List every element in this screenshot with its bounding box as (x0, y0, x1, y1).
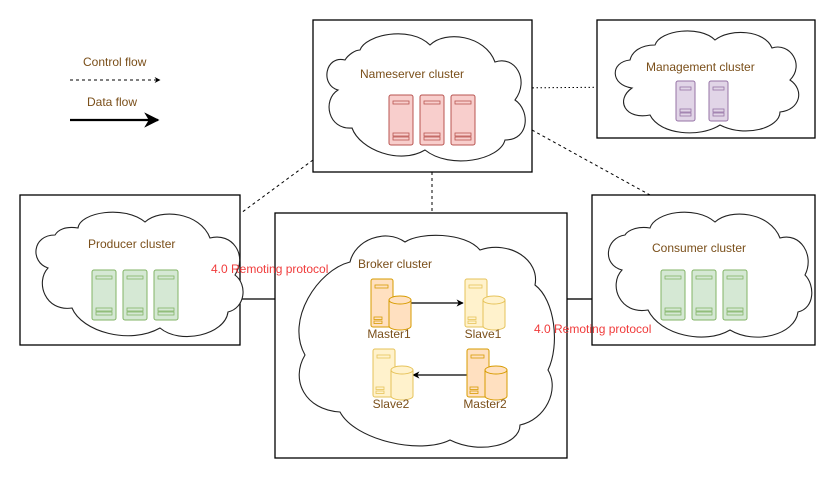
broker-node-master1[interactable]: Master1 (367, 278, 412, 341)
broker-node-master2[interactable]: Master2 (463, 348, 508, 411)
server-icon (450, 94, 476, 146)
management-cluster[interactable]: Management cluster (596, 19, 816, 139)
nameserver-producer-link (240, 159, 314, 214)
broker-label: Broker cluster (358, 257, 432, 271)
consumer-protocol-label: 4.0 Remoting protocol (534, 322, 651, 336)
broker-node-slave1[interactable]: Slave1 (464, 278, 506, 341)
database-icon (482, 295, 506, 331)
consumer-label: Consumer cluster (652, 241, 746, 255)
management-servers (675, 80, 729, 122)
database-icon (388, 295, 412, 331)
producer-cluster[interactable]: Producer cluster (19, 194, 244, 346)
broker-node-label: Master2 (463, 397, 507, 411)
nameserver-label: Nameserver cluster (360, 67, 464, 81)
consumer-cluster[interactable]: Consumer cluster (591, 194, 816, 346)
legend-data-flow-label: Data flow (87, 95, 137, 109)
management-cloud (614, 30, 800, 134)
broker-node-label: Master1 (367, 327, 411, 341)
server-icon (675, 80, 696, 122)
producer-protocol-label: 4.0 Remoting protocol (211, 262, 328, 276)
server-icon (419, 94, 445, 146)
server-icon (660, 269, 686, 321)
server-icon (708, 80, 729, 122)
broker-node-label: Slave2 (373, 397, 410, 411)
server-icon (388, 94, 414, 146)
nameserver-cluster[interactable]: Nameserver cluster (312, 19, 533, 173)
broker-node-label: Slave1 (465, 327, 502, 341)
producer-servers (91, 269, 179, 321)
nameserver-servers (388, 94, 476, 146)
consumer-servers (660, 269, 748, 321)
producer-label: Producer cluster (88, 237, 175, 251)
nameserver-consumer-link (531, 129, 651, 196)
server-icon (153, 269, 179, 321)
database-icon (484, 365, 508, 401)
server-icon (122, 269, 148, 321)
legend-control-flow-label: Control flow (83, 55, 147, 69)
broker-node-slave2[interactable]: Slave2 (372, 348, 414, 411)
server-icon (91, 269, 117, 321)
control-flow-connections (240, 84, 651, 214)
management-label: Management cluster (646, 60, 755, 74)
server-icon (722, 269, 748, 321)
server-icon (464, 278, 488, 328)
database-icon (390, 365, 414, 401)
server-icon (691, 269, 717, 321)
server-icon (370, 278, 394, 328)
legend: Control flow Data flow (70, 55, 161, 128)
